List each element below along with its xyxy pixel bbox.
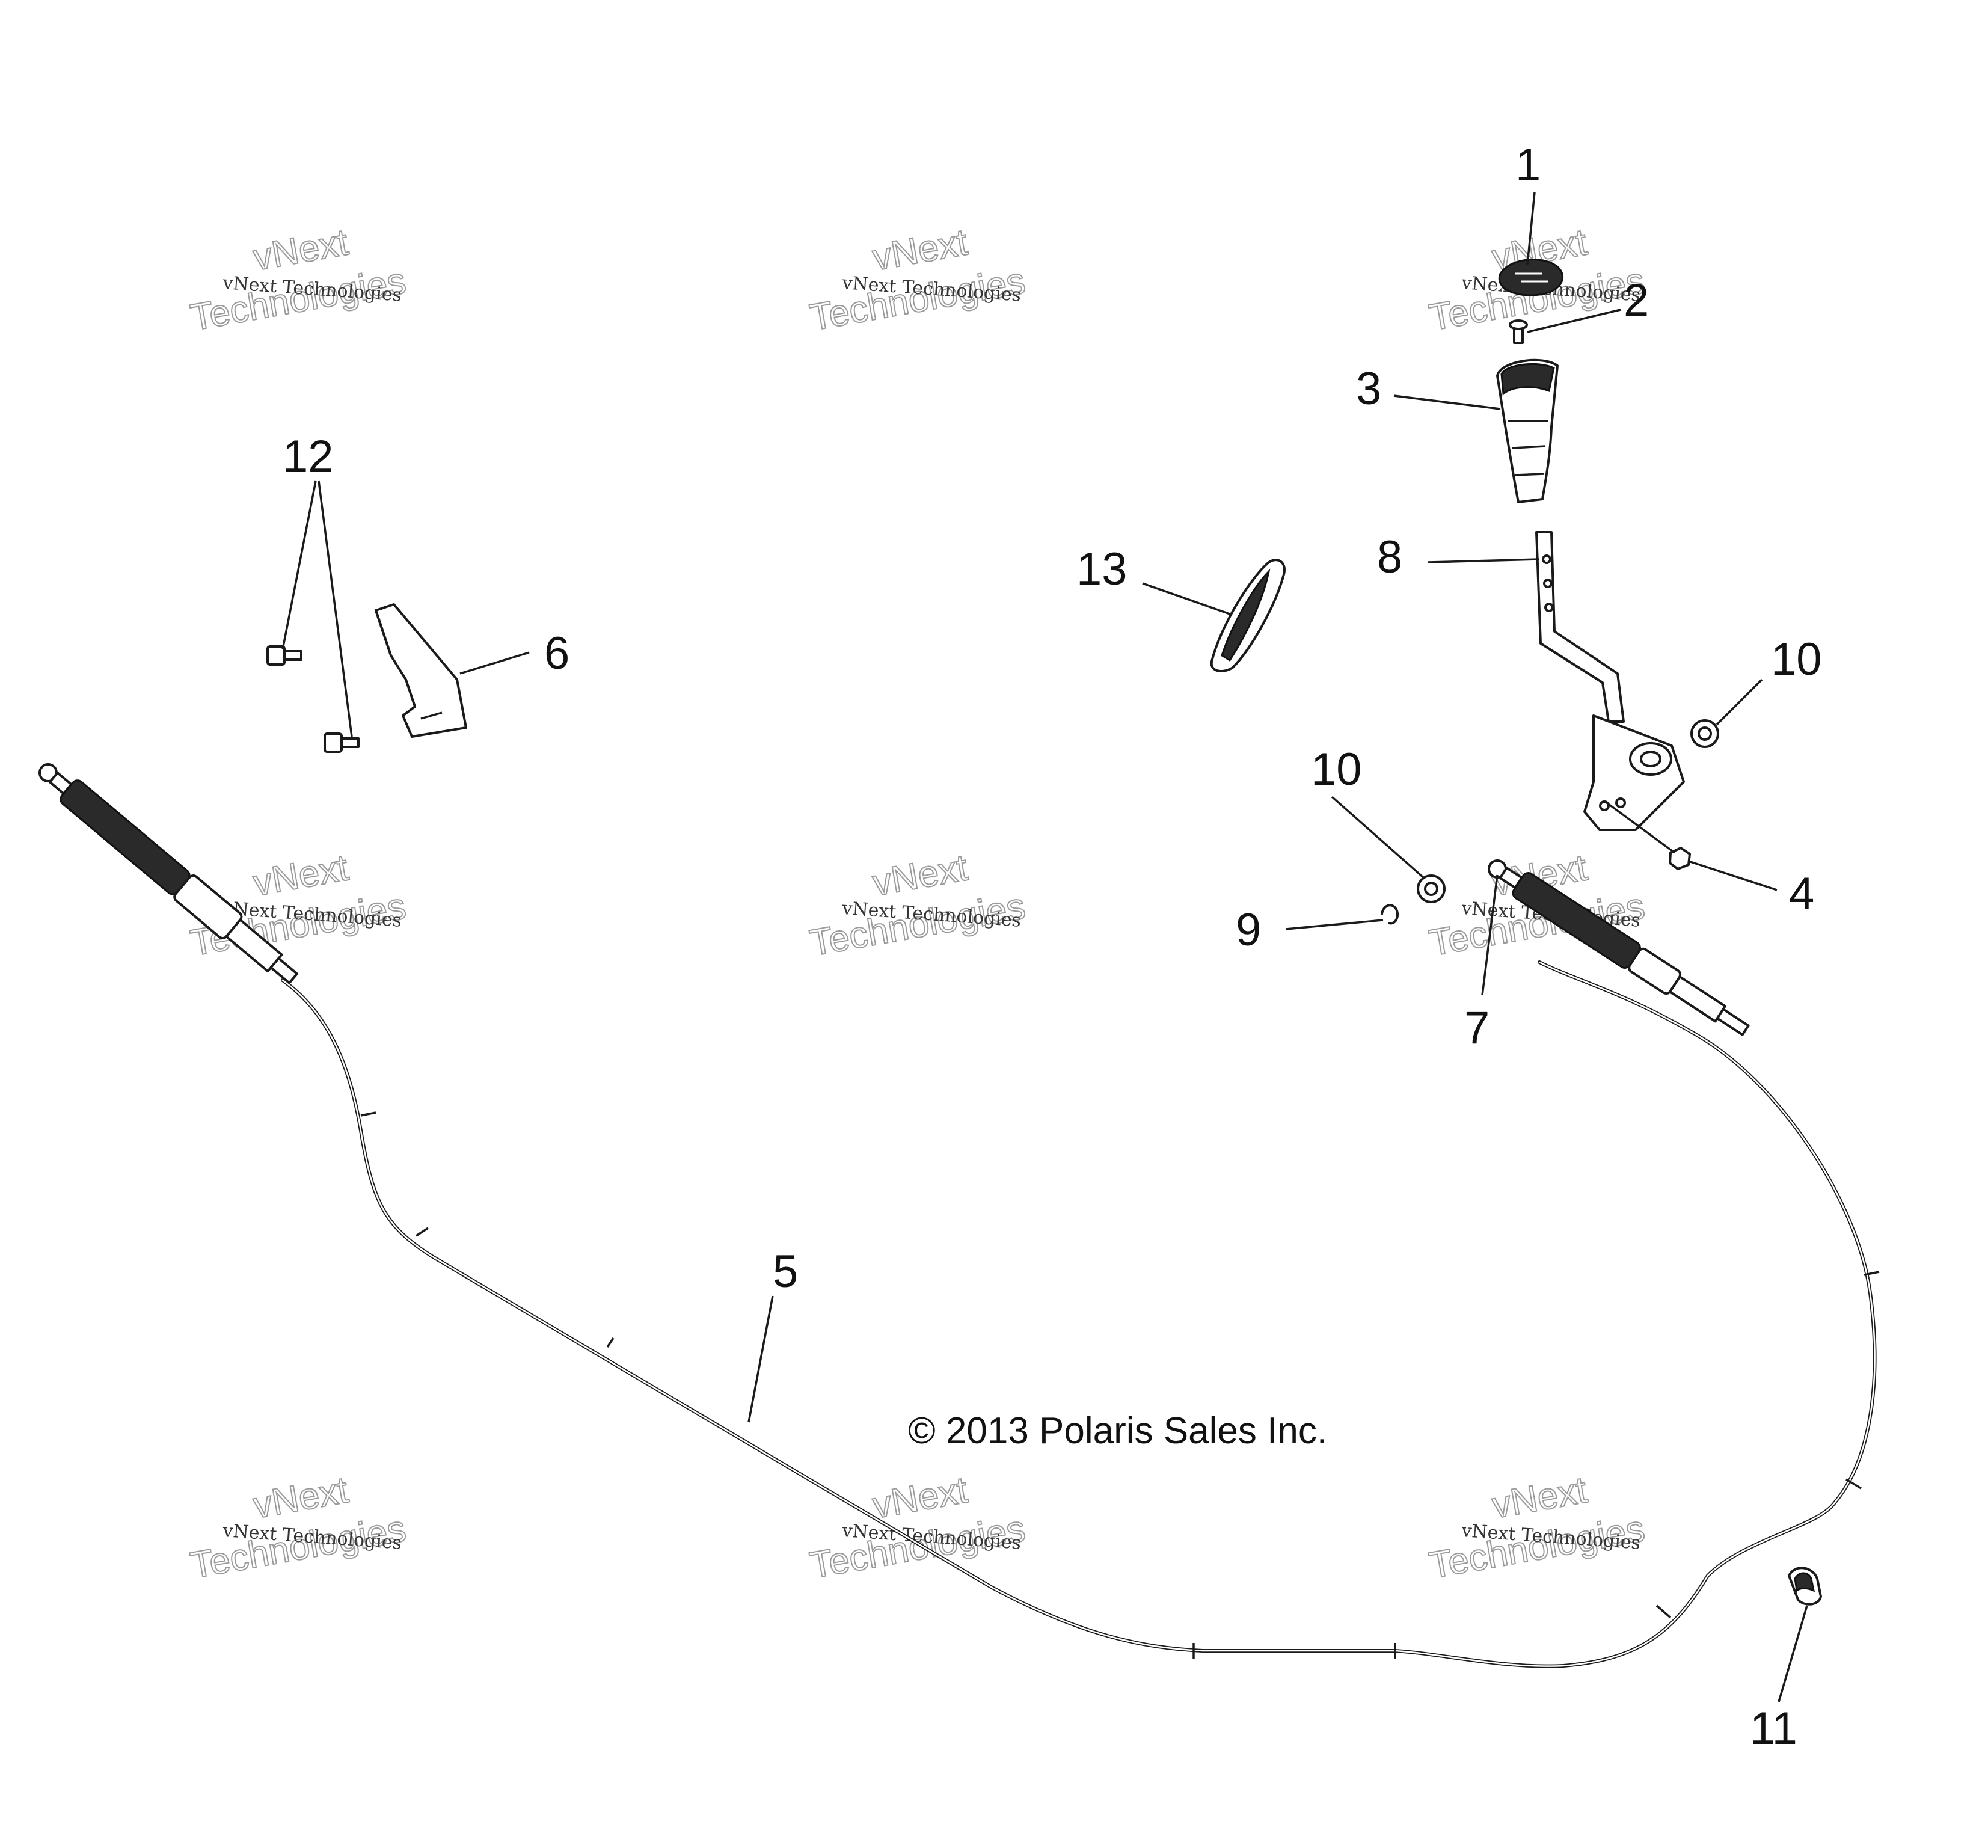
callout-11: 11 [1750,1703,1797,1754]
callout-12: 12 [283,431,334,482]
callout-labels: 1 2 3 4 5 6 7 8 9 10 10 11 12 13 [283,140,1822,1754]
callout-9: 9 [1236,904,1261,956]
part-10-bushing-b [1690,719,1719,748]
part-3-shift-knob [1496,358,1559,503]
part-6-bracket [375,603,467,738]
part-10-bushing-a [1417,874,1446,903]
part-5-shift-cable [38,763,1880,1668]
cable-left-end [38,763,298,984]
callout-13: 13 [1076,544,1127,595]
cable-right-end [1488,859,1750,1036]
callout-10-a: 10 [1311,744,1362,795]
callout-1: 1 [1515,140,1541,191]
copyright-text: © 2013 Polaris Sales Inc. [908,1410,1327,1452]
callout-4: 4 [1789,868,1814,919]
callout-8: 8 [1377,532,1402,583]
watermark-top-left: vNext Technologies [187,221,410,339]
watermark-bottom-right: vNext Technologies [1426,1469,1648,1587]
watermark-big-1: vNext [250,1469,351,1526]
part-12-bolt-a [266,645,302,666]
part-2-screw [1509,319,1528,344]
watermark-big-1: vNext [1489,1469,1590,1526]
watermark-big-1: vNext [870,847,971,904]
part-13-boot-pad [1210,559,1286,672]
watermark-big-1: vNext [250,221,351,278]
part-9-e-clip [1381,904,1399,925]
part-12-bolt-b [324,732,360,753]
watermark-big-1: vNext [250,847,351,904]
callout-10-b: 10 [1771,634,1822,685]
watermark-big-1: vNext [870,221,971,278]
part-8-shift-lever [1535,531,1685,831]
part-1-knob-cap [1498,259,1564,296]
callout-3: 3 [1356,363,1381,414]
watermark-top-center: vNext Technologies [806,221,1029,339]
part-11-cable-clamp [1788,1567,1822,1606]
leader-lines [281,192,1808,1702]
watermark-big-1: vNext [870,1469,971,1526]
callout-5: 5 [773,1246,798,1297]
callout-2: 2 [1624,275,1649,326]
watermark-mid-center: vNext Technologies [806,846,1029,965]
watermark-bottom-center: vNext Technologies [806,1469,1029,1587]
part-4-nut [1669,847,1691,870]
callout-7: 7 [1464,1002,1489,1054]
watermark-bottom-left: vNext Technologies [187,1469,410,1587]
callout-6: 6 [544,628,569,679]
